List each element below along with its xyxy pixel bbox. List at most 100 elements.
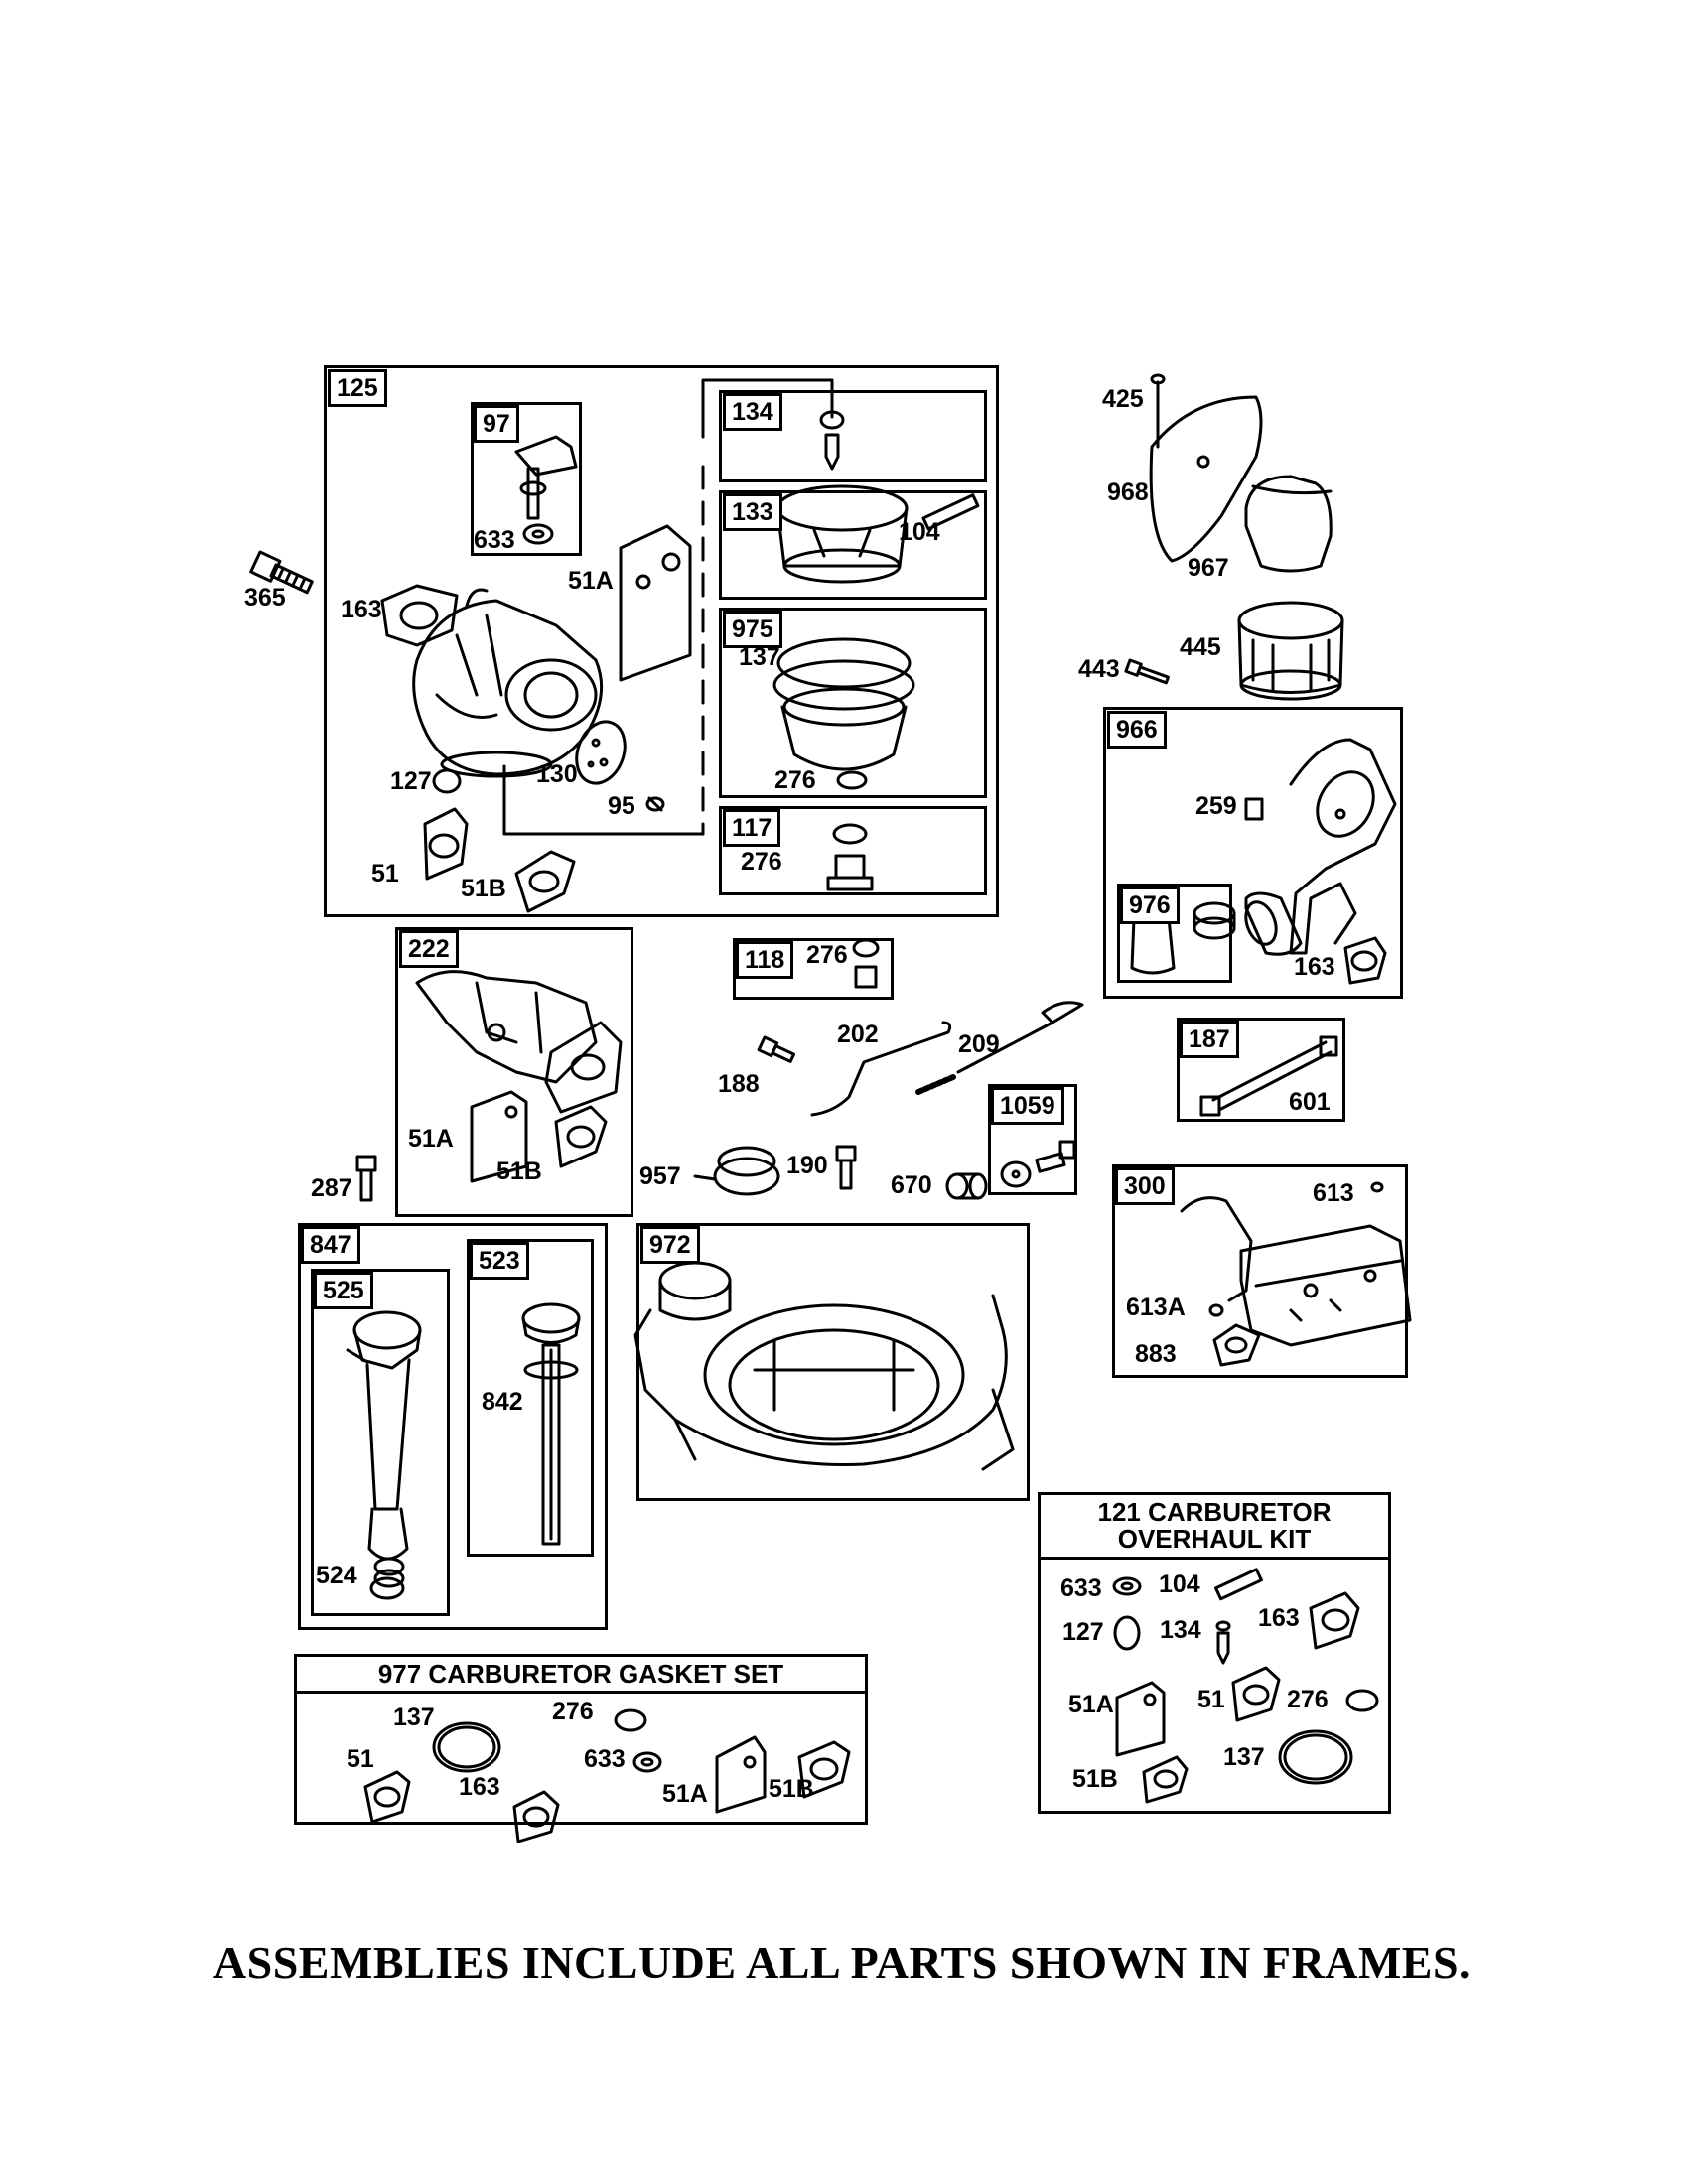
- blower-housing-972-icon: [633, 1261, 1015, 1471]
- gasket-51b-icon: [514, 850, 576, 913]
- governor-link-202-icon: [810, 1021, 952, 1117]
- muffler-300-icon: [1180, 1181, 1412, 1347]
- part-label-883: 883: [1135, 1340, 1177, 1368]
- overhaul-label-127: 127: [1062, 1618, 1104, 1646]
- gasket-set-977-box: 977 CARBURETOR GASKET SET: [294, 1654, 868, 1825]
- dipstick-523-icon: [521, 1302, 581, 1546]
- overhaul-label-276: 276: [1287, 1686, 1329, 1713]
- fuel-cap-957-icon: [693, 1146, 780, 1196]
- overhaul-label-163: 163: [1258, 1604, 1300, 1632]
- gasket-set-label-137: 137: [393, 1704, 435, 1731]
- part-label-968: 968: [1107, 478, 1149, 506]
- frame-tag-976: 976: [1120, 887, 1180, 924]
- part-label-259: 259: [1195, 792, 1237, 820]
- part-label-287: 287: [311, 1174, 352, 1202]
- part-label-202: 202: [837, 1021, 879, 1048]
- part-label-188: 188: [718, 1070, 760, 1098]
- gasket-set-label-51: 51: [347, 1745, 374, 1773]
- bushing-670-icon: [945, 1172, 988, 1200]
- part-label-163: 163: [1294, 953, 1335, 981]
- gasket-set-977-icons: [363, 1708, 851, 1843]
- frame-tag-972: 972: [640, 1226, 700, 1264]
- gasket-163-icon: [380, 584, 459, 647]
- frame-tag-187: 187: [1180, 1021, 1239, 1058]
- part-label-425: 425: [1102, 385, 1144, 413]
- overhaul-label-633: 633: [1060, 1574, 1102, 1602]
- overhaul-label-134: 134: [1160, 1616, 1201, 1644]
- part-label-127: 127: [390, 767, 432, 795]
- frame-tag-125: 125: [328, 369, 387, 407]
- part-label-365: 365: [244, 584, 286, 612]
- part-label-163: 163: [341, 596, 382, 623]
- part-label-51a: 51A: [408, 1125, 454, 1153]
- gasket-set-label-163: 163: [459, 1773, 500, 1801]
- gasket-163-b-icon: [1343, 936, 1387, 985]
- frame-tag-134: 134: [723, 393, 782, 431]
- frame-117: [719, 806, 987, 895]
- frame-1059: [988, 1084, 1077, 1195]
- screw-190-icon: [835, 1145, 857, 1190]
- part-label-443: 443: [1078, 655, 1120, 683]
- frame-525: [311, 1269, 450, 1616]
- plug-127-icon: [432, 768, 462, 794]
- frame-972: [636, 1223, 1030, 1501]
- bowl-nut-117-icon: [826, 823, 874, 891]
- part-label-601: 601: [1289, 1088, 1331, 1116]
- part-label-104: 104: [899, 518, 940, 546]
- frame-97: [471, 402, 582, 556]
- overhaul-kit-title: 121 CARBURETOR OVERHAUL KIT: [1041, 1495, 1388, 1560]
- part-label-524: 524: [316, 1562, 357, 1589]
- frame-125: [324, 365, 999, 917]
- frame-975: [719, 608, 987, 798]
- gasket-51-icon: [423, 807, 469, 881]
- screw-188-icon: [757, 1035, 796, 1063]
- needle-134-icon: [819, 410, 845, 471]
- part-label-613: 613: [1313, 1179, 1354, 1207]
- frame-134: [719, 390, 987, 482]
- frame-118: [733, 938, 894, 1000]
- governor-222-icon: [415, 970, 623, 1114]
- frame-tag-222: 222: [399, 930, 459, 968]
- part-label-51: 51: [371, 860, 399, 887]
- air-cleaner-base-966-icon: [1244, 738, 1397, 956]
- frame-966: [1103, 707, 1403, 999]
- part-label-957: 957: [639, 1162, 681, 1190]
- part-label-276: 276: [741, 848, 782, 876]
- o-ring-524-icon: [369, 1576, 405, 1600]
- bolt-425-icon: [1150, 373, 1166, 449]
- carburetor-body-icon: [412, 588, 604, 778]
- air-filter-445-icon: [1237, 601, 1344, 701]
- frame-tag-117: 117: [723, 809, 781, 847]
- overhaul-label-137: 137: [1223, 1743, 1265, 1771]
- frame-tag-523: 523: [470, 1242, 529, 1280]
- gasket-set-title: 977 CARBURETOR GASKET SET: [297, 1657, 865, 1695]
- part-label-51b: 51B: [496, 1158, 542, 1185]
- screw-287-icon: [355, 1155, 377, 1202]
- overhaul-kit-title-line2: OVERHAUL KIT: [1117, 1524, 1312, 1555]
- frame-tag-847: 847: [301, 1226, 360, 1264]
- frame-tag-975: 975: [723, 611, 782, 648]
- frame-133: [719, 490, 987, 600]
- part-label-967: 967: [1188, 554, 1229, 582]
- frame-tag-133: 133: [723, 493, 782, 531]
- part-label-130: 130: [536, 760, 578, 788]
- air-cleaner-cover-968-icon: [1149, 395, 1263, 563]
- screw-95-icon: [645, 796, 665, 812]
- throttle-plate-130-icon: [575, 720, 627, 785]
- gasket-51b-b-icon: [554, 1105, 608, 1168]
- plate-51a-b-icon: [470, 1090, 528, 1183]
- frame-tag-525: 525: [314, 1272, 373, 1309]
- part-label-276: 276: [806, 941, 848, 969]
- frame-523: [467, 1239, 594, 1557]
- overhaul-kit-121-box: 121 CARBURETOR OVERHAUL KIT: [1038, 1492, 1391, 1814]
- overhaul-label-51a: 51A: [1068, 1691, 1114, 1718]
- frame-300: [1112, 1164, 1408, 1378]
- frame-tag-966: 966: [1107, 711, 1167, 749]
- part-label-633: 633: [474, 526, 515, 554]
- part-label-842: 842: [482, 1388, 523, 1416]
- frame-222: [395, 927, 633, 1217]
- gasket-883-icon: [1212, 1323, 1261, 1367]
- gasket-set-label-276: 276: [552, 1698, 594, 1725]
- overhaul-kit-121-icons: [1112, 1568, 1379, 1804]
